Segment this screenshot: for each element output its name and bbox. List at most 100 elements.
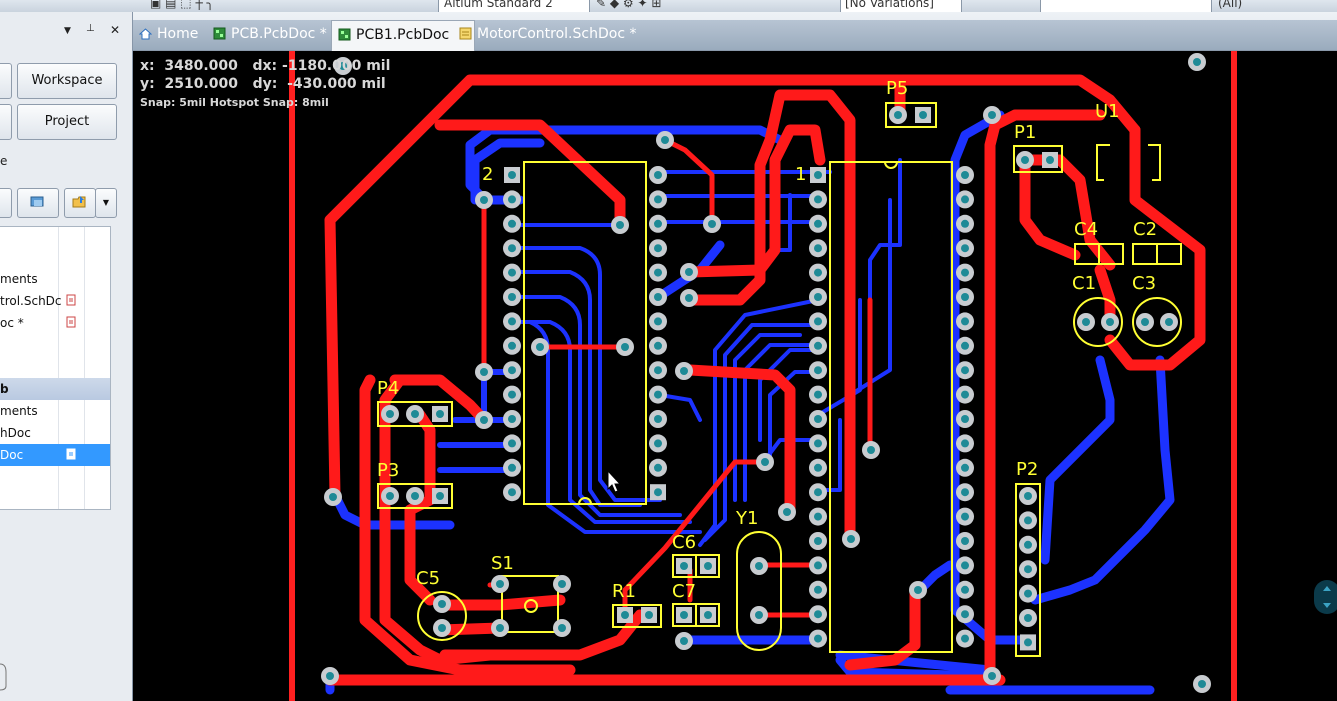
tree-item-motorcontrol-schdoc[interactable]: trol.SchDc	[0, 290, 110, 312]
via-hole	[680, 367, 688, 375]
tree-project-header[interactable]: b	[0, 378, 110, 400]
via-hole	[329, 493, 337, 501]
tree-item-source-documents-2[interactable]: ments	[0, 404, 38, 418]
toolbar-icons-2[interactable]: ✎ ◆ ⚙ ✦ ⊞	[596, 0, 662, 10]
project-options-dropdown[interactable]: ▼	[95, 188, 117, 218]
tree-item-pcb-pcbdoc[interactable]: oc *	[0, 312, 110, 334]
panel-pin-icon[interactable]: ⊥	[86, 23, 95, 34]
u3-pin-pad-hole	[814, 415, 822, 423]
u3-pin-pad-hole	[814, 537, 822, 545]
y1-outline[interactable]	[736, 531, 782, 651]
designator-p3[interactable]: P3	[377, 460, 399, 481]
p5-outline[interactable]	[885, 102, 937, 128]
p1-pad-hole	[1046, 156, 1054, 164]
pcb-layout[interactable]: P5 U1 P1 C4 C2 C1 C3 P4 P3 P2 C5 S1 R1 C…	[133, 51, 1337, 701]
u3-pin-pad-hole	[814, 488, 822, 497]
tree-blank-row-2	[0, 334, 110, 356]
designator-p5[interactable]: P5	[886, 78, 908, 99]
u2-pin-pad-hole	[508, 415, 516, 423]
tree-item-schdoc[interactable]: hDoc	[0, 426, 31, 440]
c5-outline[interactable]	[417, 591, 467, 641]
u2-pin-pad-hole	[654, 195, 662, 204]
y1-pad-hole	[755, 611, 763, 619]
tab-pcb-pcbdoc[interactable]: PCB.PcbDoc *	[207, 20, 351, 50]
u3-outline[interactable]	[829, 161, 953, 653]
designator-p4[interactable]: P4	[377, 378, 399, 399]
p1-outline[interactable]	[1013, 145, 1063, 173]
designator-p2[interactable]: P2	[1016, 459, 1038, 480]
tab-pcb1-pcbdoc[interactable]: PCB1.PcbDoc	[331, 20, 475, 51]
u2-pin-pad-hole	[508, 317, 516, 326]
r1-outline[interactable]	[612, 604, 662, 628]
u2-outline[interactable]	[523, 161, 647, 505]
pin1-marker-u2: 2	[482, 164, 493, 185]
filter-dropdown[interactable]	[1040, 0, 1212, 12]
u2-pin-pad-hole	[508, 244, 516, 253]
panel-menu-icon[interactable]: ▼	[64, 26, 71, 36]
c3-outline[interactable]	[1132, 297, 1182, 347]
u1-outline[interactable]	[1096, 144, 1161, 181]
p1-pad-hole	[1021, 156, 1029, 164]
u3-pin-pad-hole	[961, 219, 969, 228]
panel-dropdown-button[interactable]	[0, 63, 12, 99]
designator-c1[interactable]: C1	[1072, 273, 1096, 294]
panel-close-icon[interactable]: ✕	[110, 23, 121, 37]
c7-pad-hole	[704, 611, 712, 619]
workspace-button[interactable]: Workspace	[17, 63, 117, 99]
c3-pad-hole	[1141, 318, 1149, 326]
p4-outline[interactable]	[377, 401, 453, 427]
designator-c5[interactable]: C5	[416, 568, 440, 589]
p3-outline[interactable]	[377, 483, 453, 509]
silkscreen-layer	[377, 102, 1182, 657]
toolbar-icons[interactable]: ▣ ▤ ⬚ ┼ ╮	[150, 0, 214, 10]
y1-pad-hole	[755, 562, 763, 570]
designator-c7[interactable]: C7	[672, 581, 696, 602]
hud-y-line: y: 2510.000 dy: -430.000 mil	[140, 76, 386, 92]
via-hole	[661, 136, 669, 144]
designator-r1[interactable]: R1	[612, 581, 636, 602]
projects-panel: ▼ ⊥ ✕ Workspace Project e ▼ ments trol.S…	[0, 12, 133, 701]
designator-u1[interactable]: U1	[1095, 101, 1120, 122]
p2-pad-hole	[1024, 516, 1032, 525]
tab-home[interactable]: Home	[133, 20, 227, 50]
tree-item-pcb1-pcbdoc[interactable]: Doc	[0, 444, 110, 466]
designator-y1[interactable]: Y1	[735, 508, 758, 529]
project-options-button[interactable]	[64, 188, 96, 218]
u3-pin-pad-hole	[814, 610, 822, 619]
u2-pin-pad-hole	[508, 439, 516, 448]
sch-doc-icon	[459, 27, 472, 40]
designator-c3[interactable]: C3	[1132, 273, 1156, 294]
variations-dropdown[interactable]	[840, 0, 962, 12]
panel-resize-icon[interactable]	[0, 662, 10, 692]
u2-pin-pad-hole	[508, 341, 516, 350]
panel-left-button[interactable]	[0, 188, 12, 218]
designator-c4[interactable]: C4	[1074, 219, 1098, 240]
u2-pin-pad-hole	[654, 488, 662, 497]
p4-pad-hole	[411, 410, 419, 418]
layer-set-dropdown[interactable]	[438, 0, 590, 12]
p2-pad-hole	[1024, 540, 1032, 549]
s1-pad-hole	[558, 624, 566, 632]
tree-item-source-documents[interactable]: ments	[0, 272, 38, 286]
zoom-nav-control[interactable]	[1314, 580, 1337, 614]
s1-outline[interactable]	[501, 575, 559, 633]
variations-label: [No Variations]	[845, 0, 934, 10]
panel-file-button[interactable]	[0, 104, 12, 140]
designator-c2[interactable]: C2	[1133, 219, 1157, 240]
u2-pin-pad-hole	[654, 293, 662, 301]
project-button[interactable]: Project	[17, 104, 117, 140]
designator-c6[interactable]: C6	[672, 532, 696, 553]
via-hole	[988, 672, 996, 680]
designator-s1[interactable]: S1	[491, 553, 514, 574]
designator-p1[interactable]: P1	[1014, 122, 1036, 143]
u3-pin-pad-hole	[814, 244, 822, 253]
u3-pin-pad-hole	[814, 341, 822, 350]
document-tabs: Home PCB.PcbDoc * PCB1.PcbDoc MotorContr…	[133, 12, 1337, 51]
pcb-canvas[interactable]: P5 U1 P1 C4 C2 C1 C3 P4 P3 P2 C5 S1 R1 C…	[133, 51, 1337, 701]
p2-outline[interactable]	[1015, 483, 1041, 657]
c1-outline[interactable]	[1073, 297, 1123, 347]
u2-pin-pad-hole	[654, 341, 662, 350]
compile-button[interactable]	[17, 188, 59, 218]
tab-motorcontrol-schdoc[interactable]: MotorControl.SchDoc *	[453, 20, 667, 50]
u3-pin-pad-hole	[961, 268, 969, 277]
